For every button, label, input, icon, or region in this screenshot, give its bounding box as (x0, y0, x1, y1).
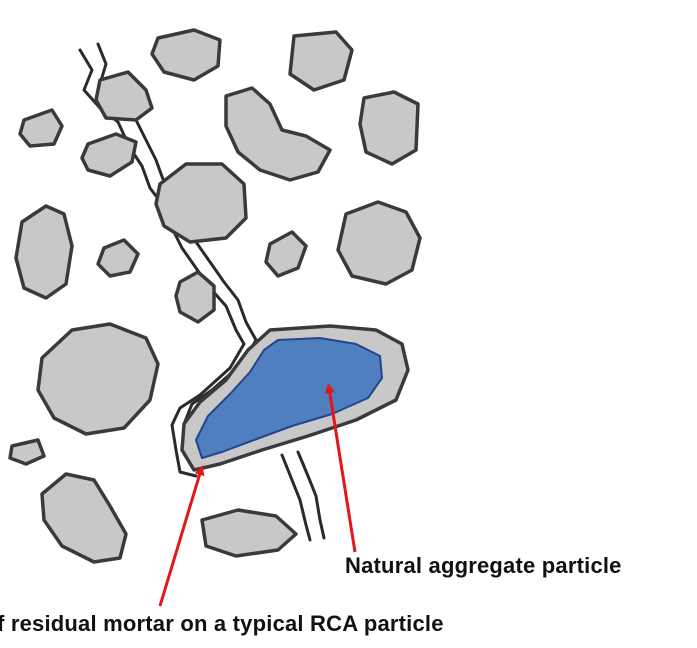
aggregate-particle (266, 232, 306, 276)
aggregate-particle (360, 92, 418, 164)
aggregate-particle (152, 30, 220, 80)
crack-lower-right (298, 452, 324, 538)
aggregate-particle (42, 474, 126, 562)
aggregate-particle (290, 32, 352, 90)
residual-mortar-label: f residual mortar on a typical RCA parti… (0, 611, 444, 637)
aggregate-particle (38, 324, 158, 434)
aggregate-particle (96, 72, 152, 120)
aggregate-particle (156, 164, 246, 242)
aggregate-particle (10, 440, 44, 464)
aggregate-particle (202, 510, 296, 556)
aggregate-particle (176, 272, 214, 322)
aggregate-particle (82, 134, 136, 176)
aggregate-particle (338, 202, 420, 284)
aggregate-particle (98, 240, 138, 276)
rca-particle (182, 326, 408, 470)
aggregate-particles (10, 30, 420, 562)
aggregate-particle (20, 110, 62, 146)
residual-mortar-arrow (160, 470, 201, 606)
aggregate-particle (16, 206, 72, 298)
natural-aggregate-label: Natural aggregate particle (345, 553, 622, 579)
aggregate-particle (226, 88, 330, 180)
